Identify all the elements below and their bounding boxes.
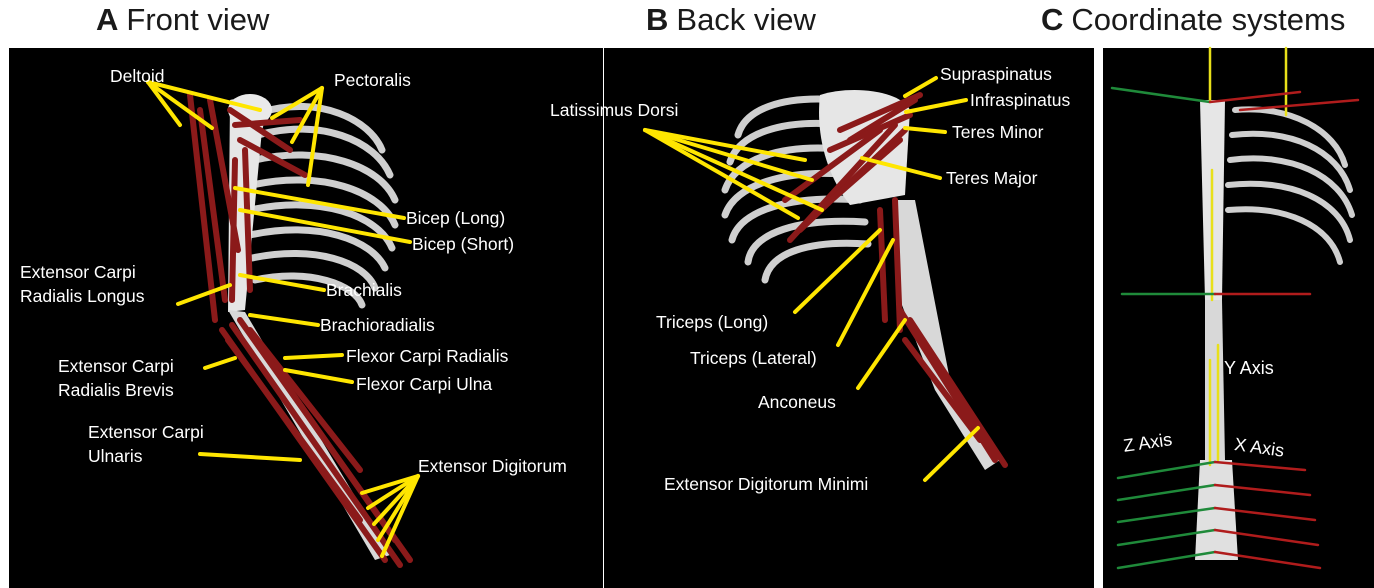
label-ecr-longus-line2: Radialis Longus	[20, 286, 145, 306]
label-triceps-lateral: Triceps (Lateral)	[690, 348, 817, 368]
label-y-axis: Y Axis	[1224, 358, 1274, 379]
label-latissimus-dorsi: Latissimus Dorsi	[550, 100, 678, 120]
label-extensor-digitorum-minimi: Extensor Digitorum Minimi	[664, 474, 868, 494]
label-deltoid: Deltoid	[110, 66, 164, 86]
label-anconeus: Anconeus	[758, 392, 836, 412]
label-ecu-line1: Extensor Carpi	[88, 422, 204, 442]
coord-axes	[1112, 48, 1358, 568]
label-infraspinatus: Infraspinatus	[970, 90, 1070, 110]
label-ecr-brevis-line1: Extensor Carpi	[58, 356, 174, 376]
label-teres-major: Teres Major	[946, 168, 1037, 188]
label-extensor-digitorum: Extensor Digitorum	[418, 456, 567, 476]
label-flexor-carpi-radialis: Flexor Carpi Radialis	[346, 346, 508, 366]
label-ecr-longus-line1: Extensor Carpi	[20, 262, 136, 282]
label-brachioradialis: Brachioradialis	[320, 315, 435, 335]
label-ecu-line2: Ulnaris	[88, 446, 142, 466]
label-pectoralis: Pectoralis	[334, 70, 411, 90]
label-brachialis: Brachialis	[326, 280, 402, 300]
label-supraspinatus: Supraspinatus	[940, 64, 1052, 84]
label-flexor-carpi-ulna: Flexor Carpi Ulna	[356, 374, 492, 394]
label-triceps-long: Triceps (Long)	[656, 312, 768, 332]
label-teres-minor: Teres Minor	[952, 122, 1043, 142]
label-bicep-long: Bicep (Long)	[406, 208, 505, 228]
label-bicep-short: Bicep (Short)	[412, 234, 514, 254]
label-ecr-brevis-line2: Radialis Brevis	[58, 380, 174, 400]
